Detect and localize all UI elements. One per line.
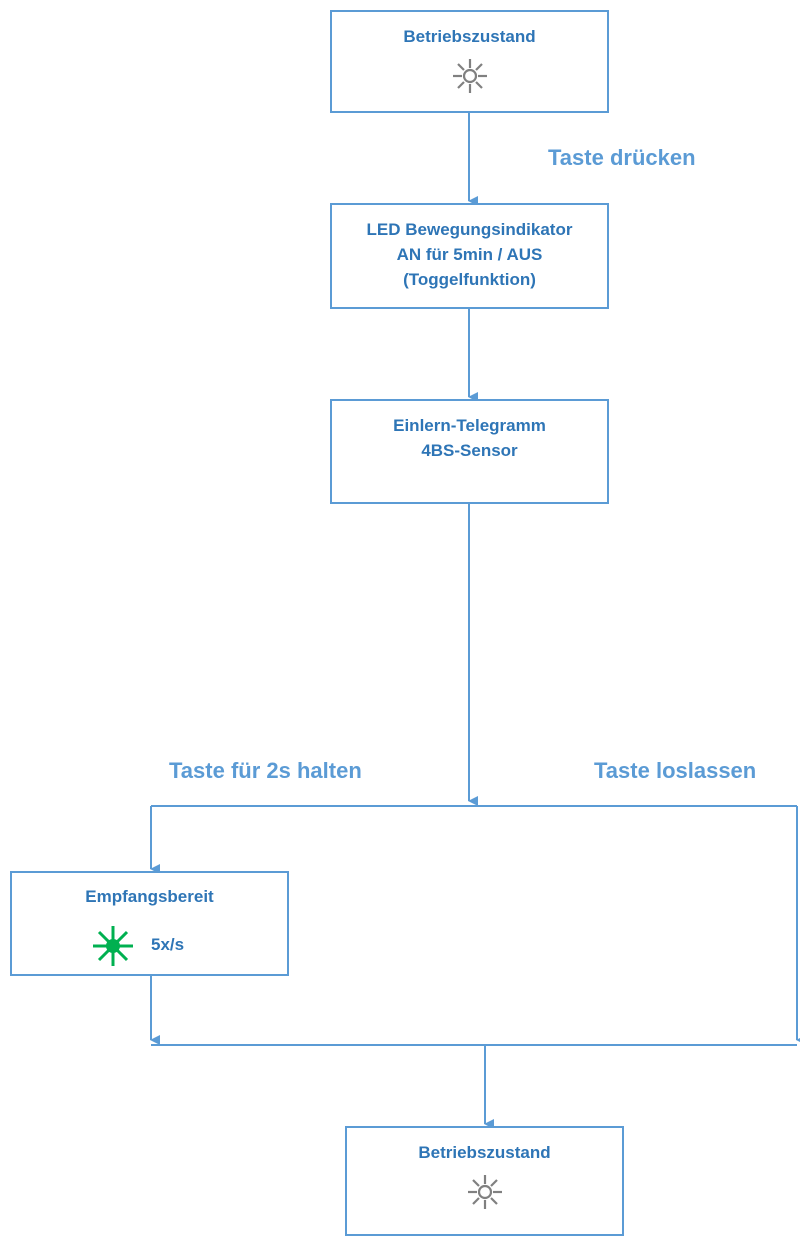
state-node-bottom-title: Betriebszustand xyxy=(418,1143,551,1162)
state-node-top: Betriebszustand xyxy=(330,10,609,113)
led-indicator-node: LED Bewegungsindikator AN für 5min / AUS… xyxy=(330,203,609,309)
ready-node-title: Empfangsbereit xyxy=(85,887,214,906)
edge-label-hold: Taste für 2s halten xyxy=(169,758,362,783)
led-green-blinking-icon xyxy=(93,926,133,966)
state-node-title: Betriebszustand xyxy=(403,27,536,46)
edge-label-press: Taste drücken xyxy=(548,145,696,170)
ready-node: Empfangsbereit xyxy=(10,871,289,976)
led-indicator-line-1: LED Bewegungsindikator xyxy=(366,220,573,239)
telegram-node: Einlern-Telegramm 4BS-Sensor xyxy=(330,399,609,504)
led-indicator-line-2: AN für 5min / AUS xyxy=(396,245,543,264)
telegram-line-1: Einlern-Telegramm xyxy=(393,416,546,435)
blink-rate-label: 5x/s xyxy=(151,935,185,954)
led-off-icon xyxy=(468,1175,502,1209)
telegram-line-2: 4BS-Sensor xyxy=(421,441,518,460)
edge-label-release: Taste loslassen xyxy=(594,758,757,783)
led-indicator-line-3: (Toggelfunktion) xyxy=(403,270,536,289)
led-off-icon xyxy=(453,59,487,93)
